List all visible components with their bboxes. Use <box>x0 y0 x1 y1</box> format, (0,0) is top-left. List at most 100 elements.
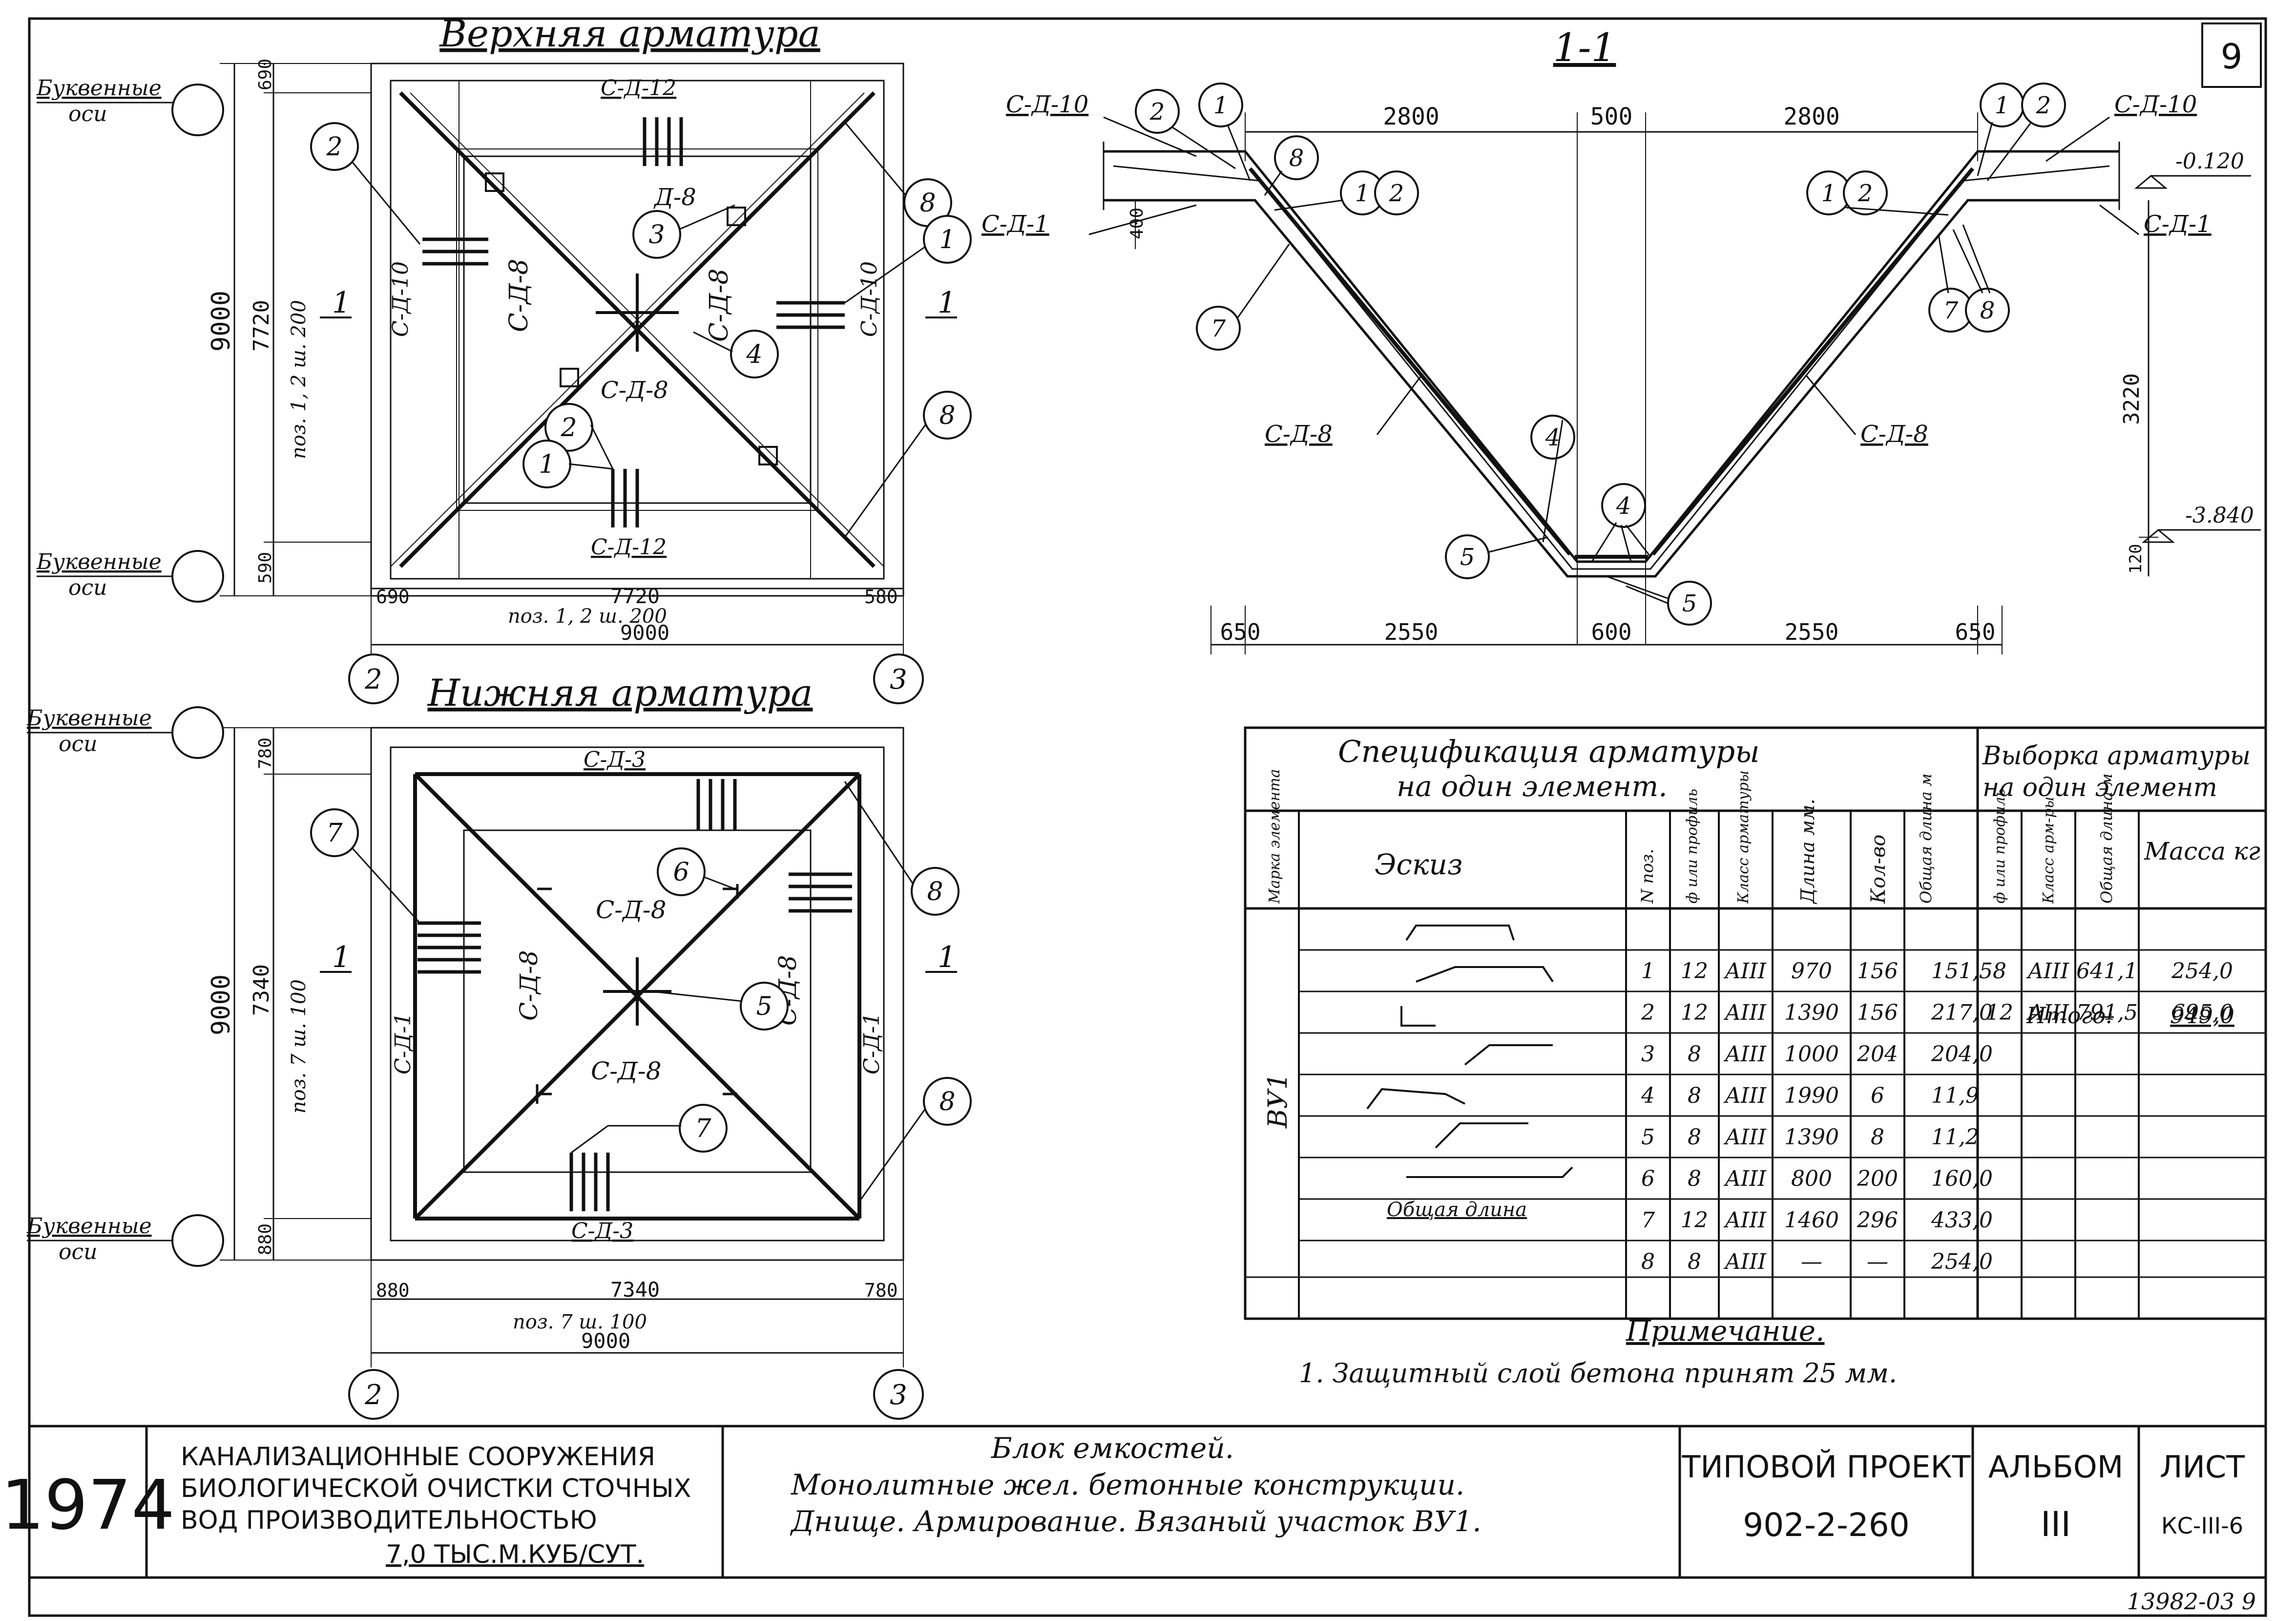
svg-text:6: 6 <box>673 858 689 887</box>
selection-cell: 8 <box>1993 959 2006 984</box>
axis-num-2-top: 2 <box>364 664 382 695</box>
corner-number-box <box>2201 22 2262 88</box>
spec-cell: 12 <box>1681 959 1708 984</box>
spec-cell: 254,0 <box>1931 1249 1993 1274</box>
spec-title-1: Спецификация арматуры <box>1338 734 1760 769</box>
spec-cell: 1000 <box>1784 1042 1839 1067</box>
bottom-mark-top: С-Д-3 <box>584 747 646 772</box>
spec-cell: 8 <box>1688 1249 1701 1274</box>
sec-dim-bot-2: 2550 <box>1384 619 1439 645</box>
sketch-general: Общая длина <box>1387 1199 1527 1221</box>
spec-cell: 11,2 <box>1931 1125 1979 1150</box>
project-label: ТИПОВОЙ ПРОЕКТ <box>1682 1449 1971 1485</box>
bottom-dim-total-h: 9000 <box>581 1329 630 1353</box>
sel-title-2: на один элемент <box>1983 773 2217 802</box>
svg-text:8: 8 <box>1980 297 1995 324</box>
spec-cell: 3 <box>1641 1042 1655 1067</box>
spec-cell: — <box>1801 1249 1822 1274</box>
svg-text:7: 7 <box>695 1114 711 1143</box>
spec-cell: 156 <box>1857 959 1898 984</box>
hdr-sketch: Эскиз <box>1375 848 1463 881</box>
spec-cell: AIII <box>1723 1166 1767 1191</box>
spec-cell: 8 <box>1688 1042 1701 1067</box>
svg-text:2: 2 <box>1389 180 1404 207</box>
top-mark-diag-e: С-Д-8 <box>705 269 734 342</box>
axis-label-bottom-1a: Буквенные <box>26 706 152 731</box>
spec-cell: 11,9 <box>1931 1083 1979 1108</box>
svg-text:2: 2 <box>1858 180 1873 207</box>
spec-cell: 1390 <box>1784 1125 1839 1150</box>
spec-cell: AIII <box>1723 959 1767 984</box>
axis-label-bottom-2a: Буквенные <box>26 1214 152 1239</box>
spec-cell: 12 <box>1681 1000 1708 1025</box>
spec-cell: 296 <box>1857 1208 1898 1233</box>
sec-mark-r2: С-Д-1 <box>2144 211 2212 238</box>
total-value: 949,0 <box>2170 1002 2234 1029</box>
spec-cell: 4 <box>1641 1083 1655 1108</box>
sec-dim-bot-5: 650 <box>1955 619 1995 645</box>
axis-num-3-top: 3 <box>890 664 907 695</box>
top-mark-diag-w: С-Д-8 <box>504 259 534 332</box>
selection-cell: 641,1 <box>2076 959 2138 984</box>
spec-title-2: на один элемент. <box>1397 770 1668 803</box>
bottom-plan: Нижняя арматура С-Д-3 С-Д-3 С-Д-8 С-Д-8 … <box>26 671 972 1420</box>
svg-text:5: 5 <box>756 992 772 1021</box>
axis-label-bottom-1b: оси <box>59 732 97 757</box>
bottom-dim-edge-top: 780 <box>255 737 275 769</box>
bottom-mark-left: С-Д-1 <box>391 1012 416 1074</box>
sec-mark-l3: С-Д-8 <box>1265 421 1333 448</box>
total-label: Итого: <box>2026 1002 2113 1029</box>
svg-text:8: 8 <box>939 401 955 430</box>
spec-cell: AIII <box>1723 1042 1767 1067</box>
sec-dim-top-2: 500 <box>1590 103 1633 130</box>
bottom-dim-edge-left: 880 <box>376 1280 410 1301</box>
sheet-number: КС-III-6 <box>2161 1513 2243 1539</box>
svg-text:5: 5 <box>1460 544 1475 571</box>
section-title: 1-1 <box>1553 25 1616 70</box>
sec-dim-bot-3: 600 <box>1591 619 1631 645</box>
svg-text:1: 1 <box>1995 92 2010 119</box>
selection-cell: AIII <box>2026 959 2070 984</box>
bottom-dim-inner: 7340 <box>249 964 274 1016</box>
svg-text:1: 1 <box>539 450 555 479</box>
spec-cell: AIII <box>1723 1249 1767 1274</box>
bottom-dim-inner-h: 7340 <box>610 1278 660 1302</box>
axis-num-3-bottom: 3 <box>890 1379 907 1411</box>
spec-cell: 1 <box>1641 959 1655 984</box>
spec-cell: 204,0 <box>1931 1042 1993 1067</box>
spec-cell: 5 <box>1641 1125 1655 1150</box>
svg-text:2: 2 <box>1149 98 1165 126</box>
hdr-mark: Марка элемента <box>1266 769 1283 904</box>
top-mark-diag-n: Д-8 <box>653 184 696 211</box>
org-line-4: 7,0 ТЫС.М.КУБ/СУТ. <box>386 1540 644 1569</box>
svg-text:8: 8 <box>1289 145 1304 172</box>
bottom-dim-spacing-h: поз. 7 ш. 100 <box>513 1311 647 1333</box>
spec-cell: 1390 <box>1784 1000 1839 1025</box>
spec-cell: 433,0 <box>1931 1208 1993 1233</box>
bottom-plan-title: Нижняя арматура <box>427 671 813 715</box>
sec-level-bottom: -3.840 <box>2185 503 2254 528</box>
bottom-mark-diag-s: С-Д-8 <box>591 1057 662 1085</box>
spec-cell: 204 <box>1857 1042 1898 1067</box>
bottom-dim-edge-right: 780 <box>864 1280 898 1301</box>
svg-text:2: 2 <box>326 132 342 162</box>
spec-cell: 970 <box>1791 959 1832 984</box>
title-year: 1974 <box>1 1466 175 1545</box>
top-plan: Верхняя арматура С-Д-12 С-Д-12 Д-8 С-Д- <box>36 12 972 704</box>
sec-height: 3220 <box>2119 373 2144 425</box>
svg-text:8: 8 <box>927 877 943 906</box>
spec-cell: 217,0 <box>1931 1000 1993 1025</box>
spec-cell: 1460 <box>1784 1208 1839 1233</box>
bottom-mark-diag-w: С-Д-8 <box>515 950 543 1021</box>
note-title: Примечание. <box>1626 1314 1824 1347</box>
sec-mark-r3: С-Д-8 <box>1860 421 1928 448</box>
sel-hdr-total: Общая длина м <box>2097 774 2116 904</box>
selection-cell: 791,5 <box>2076 1000 2138 1025</box>
bottom-section-left: 1 <box>332 940 351 974</box>
album-number: III <box>2041 1504 2071 1544</box>
album-label: АЛЬБОМ <box>1988 1449 2123 1485</box>
top-dim-edge-top: 690 <box>255 59 275 90</box>
corner-number: 9 <box>2221 37 2243 77</box>
footer-code: 13982-03 9 <box>2127 1588 2256 1615</box>
